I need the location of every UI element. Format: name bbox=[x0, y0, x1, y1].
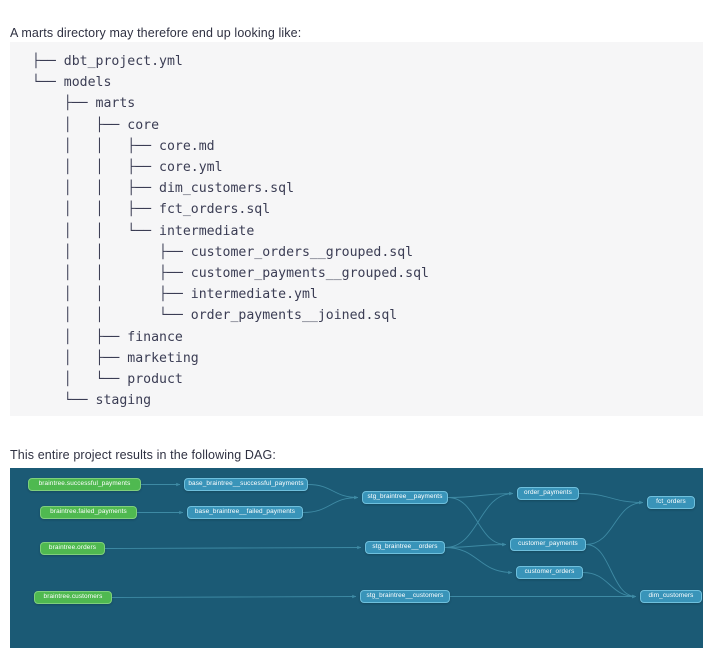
dag-node-customer_orders[interactable]: customer_orders bbox=[516, 566, 583, 579]
dag-node-braintree_orders[interactable]: braintree.orders bbox=[40, 542, 105, 555]
dag-node-dim_customers[interactable]: dim_customers bbox=[640, 590, 702, 603]
dag-edge-stg_braintree__orders-to-customer_orders bbox=[444, 547, 513, 575]
dag-node-fct_orders[interactable]: fct_orders bbox=[647, 496, 695, 509]
dag-node-braintree_successful_payments[interactable]: braintree.successful_payments bbox=[28, 478, 141, 491]
dag-node-braintree_customers[interactable]: braintree.customers bbox=[34, 591, 112, 604]
dag-node-customer_payments[interactable]: customer_payments bbox=[510, 538, 586, 551]
dag-edge-stg_braintree__orders-to-customer_payments bbox=[444, 542, 507, 548]
dag-node-stg_braintree__payments[interactable]: stg_braintree__payments bbox=[362, 491, 448, 504]
dag-edge-layer bbox=[104, 482, 644, 599]
dag-edge-stg_braintree__orders-to-order_payments bbox=[444, 491, 514, 548]
dag-node-stg_braintree__customers[interactable]: stg_braintree__customers bbox=[360, 590, 450, 603]
dag-edge-base_braintree__successful_payments-to-stg_braintree__payments bbox=[307, 484, 359, 500]
dag-edge-base_braintree__failed_payments-to-stg_braintree__payments bbox=[302, 495, 359, 513]
dag-edge-stg_braintree__payments-to-customer_payments bbox=[447, 497, 507, 547]
dag-edge-braintree_customers-to-stg_braintree__customers bbox=[111, 594, 357, 599]
directory-tree-text: ├── dbt_project.yml └── models ├── marts… bbox=[32, 54, 429, 409]
dag-edge-customer_payments-to-fct_orders bbox=[585, 500, 644, 545]
dag-node-braintree_failed_payments[interactable]: braintree.failed_payments bbox=[40, 506, 137, 519]
dag-edge-order_payments-to-fct_orders bbox=[578, 493, 644, 505]
dag-node-base_braintree__failed_payments[interactable]: base_braintree__failed_payments bbox=[187, 506, 303, 519]
dag-node-stg_braintree__orders[interactable]: stg_braintree__orders bbox=[365, 541, 445, 554]
dag-edge-braintree_orders-to-stg_braintree__orders bbox=[104, 545, 362, 550]
directory-tree-code-block: ├── dbt_project.yml └── models ├── marts… bbox=[10, 42, 703, 416]
dag-diagram[interactable]: braintree.successful_payments braintree.f… bbox=[10, 468, 703, 648]
intro-paragraph: A marts directory may therefore end up l… bbox=[10, 25, 302, 40]
dag-edge-stg_braintree__payments-to-order_payments bbox=[447, 491, 514, 498]
dag-node-order_payments[interactable]: order_payments bbox=[517, 487, 579, 500]
dag-edge-customer_orders-to-dim_customers bbox=[582, 572, 637, 599]
dag-edge-customer_payments-to-dim_customers bbox=[585, 544, 637, 599]
dag-caption-paragraph: This entire project results in the follo… bbox=[10, 447, 276, 462]
dag-node-base_braintree__successful_payments[interactable]: base_braintree__successful_payments bbox=[184, 478, 308, 491]
